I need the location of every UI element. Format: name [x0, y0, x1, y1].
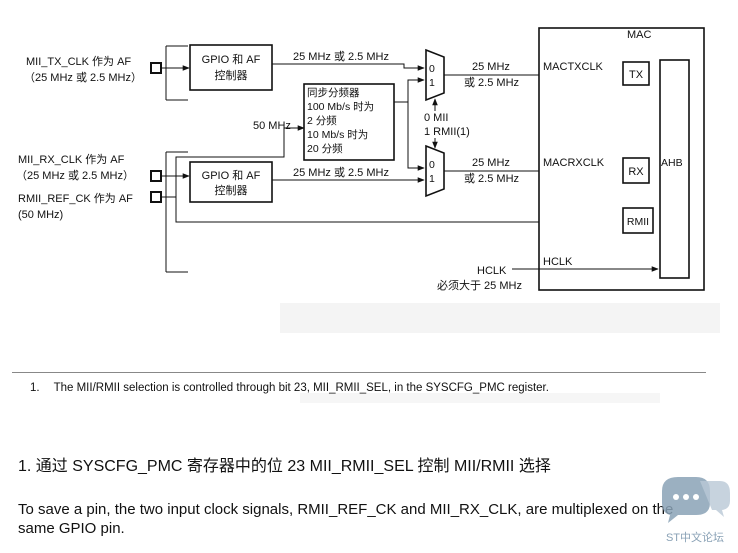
rmii-block-label: RMII	[627, 216, 649, 228]
tx-pin	[150, 62, 162, 74]
rx-block-label: RX	[628, 166, 644, 178]
rx-pin	[150, 170, 162, 182]
rmii-block	[622, 207, 654, 234]
rx-clk-label: MII_RX_CLK 作为 AF	[18, 153, 125, 166]
bottom-gpio-freq: 25 MHz 或 2.5 MHz	[293, 166, 389, 179]
gpio-block-bottom	[189, 161, 273, 203]
mux-top-freq1: 25 MHz	[472, 61, 510, 73]
mux-bottom	[425, 144, 445, 198]
rmii-ref-long-line	[175, 197, 623, 225]
mux-top-in0: 0	[429, 63, 435, 75]
divider-out-bottom	[407, 102, 425, 171]
gpio-block-top	[189, 44, 273, 91]
ahb-block-label: AHB	[661, 157, 683, 169]
rx-block	[622, 157, 650, 184]
blurred-region	[280, 303, 720, 333]
mux-bottom-freq2: 或 2.5 MHz	[464, 172, 519, 185]
tx-block-label: TX	[629, 69, 644, 81]
rmii-ref-label: RMII_REF_CK 作为 AF	[18, 192, 133, 205]
footnote-separator	[12, 372, 706, 373]
footnote-text: The MII/RMII selection is controlled thr…	[53, 382, 549, 394]
rmii-ref-pin	[150, 191, 162, 203]
mac-title: MAC	[627, 29, 652, 41]
fifty-mhz-label: 50 MHz	[253, 120, 291, 132]
tx-clk-label: MII_TX_CLK 作为 AF	[26, 55, 131, 68]
gpio-bottom-line1: GPIO 和 AF	[202, 169, 261, 182]
divider-out-top	[394, 77, 425, 103]
divider-line5: 20 分频	[307, 142, 343, 155]
gpio-top-line1: GPIO 和 AF	[202, 53, 261, 66]
footnote-number: 1.	[30, 382, 40, 394]
translation-note: 1. 通过 SYSCFG_PMC 寄存器中的位 23 MII_RMII_SEL …	[18, 458, 551, 475]
mactxclk-label: MACTXCLK	[543, 61, 604, 73]
fifty-mhz-line	[161, 125, 305, 198]
mux-select-line1: 0 MII	[424, 112, 448, 124]
mux-bottom-in0: 0	[429, 159, 435, 171]
mux-bottom-in1: 1	[429, 173, 435, 185]
chat-bubble-icon	[662, 477, 730, 523]
top-gpio-out-line	[272, 63, 425, 71]
mux-select-line2: 1 RMII(1)	[424, 126, 470, 138]
mux-bottom-freq1: 25 MHz	[472, 157, 510, 169]
divider-line1: 同步分频器	[307, 86, 360, 99]
macrxclk-label: MACRXCLK	[543, 157, 605, 169]
hclk-in-label: HCLK	[477, 265, 507, 277]
divider-line2: 100 Mb/s 时为	[307, 101, 374, 113]
tx-clk-freq: （25 MHz 或 2.5 MHz）	[24, 71, 142, 84]
ahb-block	[659, 59, 690, 279]
sync-divider-block	[303, 83, 395, 161]
rx-clk-freq: （25 MHz 或 2.5 MHz）	[16, 169, 134, 182]
hclk-note: 必须大于 25 MHz	[437, 278, 522, 292]
watermark: ST中文论坛	[656, 467, 734, 547]
watermark-text: ST中文论坛	[665, 532, 725, 544]
divider-line3: 2 分频	[307, 114, 337, 127]
footnote: 1. The MII/RMII selection is controlled t…	[30, 382, 549, 394]
blurred-region-2	[300, 393, 660, 403]
mux-top	[425, 48, 445, 102]
clock-diagram: MII_TX_CLK 作为 AF （25 MHz 或 2.5 MHz） MII_…	[16, 27, 705, 292]
paragraph-text: To save a pin, the two input clock signa…	[18, 501, 674, 537]
gpio-top-line2: 控制器	[215, 68, 248, 82]
mux-top-in1: 1	[429, 77, 435, 89]
divider-line4: 10 Mb/s 时为	[307, 129, 368, 141]
mux-top-freq2: 或 2.5 MHz	[464, 76, 519, 89]
hclk-mac-label: HCLK	[543, 256, 573, 268]
gpio-bottom-line2: 控制器	[215, 183, 248, 197]
rmii-ref-freq: (50 MHz)	[18, 209, 63, 221]
tx-block	[622, 61, 650, 86]
top-gpio-freq: 25 MHz 或 2.5 MHz	[293, 50, 389, 63]
